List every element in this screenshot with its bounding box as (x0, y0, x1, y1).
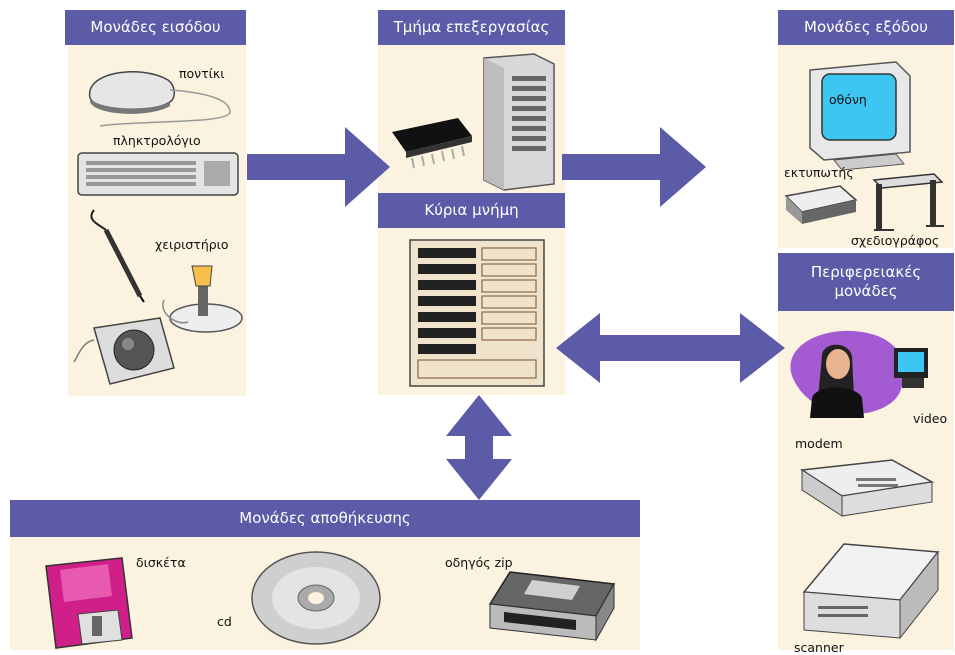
pen-icon (90, 209, 145, 303)
mouse-icon (89, 71, 231, 127)
video-label: video (913, 411, 948, 426)
main-memory-header: Κύρια μνήμη (378, 193, 565, 228)
floppy-disk-icon (45, 557, 133, 649)
arrow-memory-storage-bidirectional (446, 395, 512, 500)
zip-drive-label: οδηγός zip (445, 555, 513, 570)
keyboard-icon (77, 152, 239, 196)
monitor-icon (809, 61, 911, 171)
trackball-icon (73, 317, 175, 385)
zip-drive-icon (488, 571, 616, 642)
modem-label: modem (795, 436, 843, 451)
output-units-header: Μονάδες εξόδου (778, 10, 954, 45)
scanner-icon (802, 543, 940, 640)
arrow-input-to-cpu (247, 127, 390, 207)
arrow-memory-peripheral-bidirectional (556, 313, 785, 383)
joystick-icon (162, 265, 243, 333)
input-units-header: Μονάδες εισόδου (65, 10, 246, 45)
cd-label: cd (217, 614, 232, 629)
floppy-label: δισκέτα (136, 555, 186, 570)
processing-unit-header: Τμήμα επεξεργασίας (378, 10, 565, 45)
peripheral-units-header-line1: Περιφερειακές (810, 263, 922, 281)
storage-units-header: Μονάδες αποθήκευσης (10, 500, 640, 537)
memory-rack-icon (409, 239, 545, 387)
keyboard-label: πληκτρολόγιο (113, 133, 201, 148)
video-conference-icon (790, 330, 928, 418)
peripheral-units-header-line2: μονάδες (834, 282, 898, 300)
joystick-label: χειριστήριο (155, 237, 229, 252)
monitor-label: οθόνη (829, 92, 867, 107)
chip-icon (392, 118, 472, 169)
arrow-cpu-to-output (562, 127, 706, 207)
server-tower-icon (483, 53, 555, 191)
printer-icon (784, 185, 858, 224)
plotter-icon (872, 173, 944, 231)
peripheral-units-header: Περιφερειακές μονάδες (778, 253, 954, 311)
modem-icon (799, 459, 935, 517)
printer-label: εκτυπωτής (784, 165, 854, 180)
plotter-label: σχεδιογράφος (851, 233, 940, 248)
cd-icon (251, 551, 381, 645)
scanner-label: scanner (794, 640, 844, 655)
mouse-label: ποντίκι (179, 66, 225, 81)
